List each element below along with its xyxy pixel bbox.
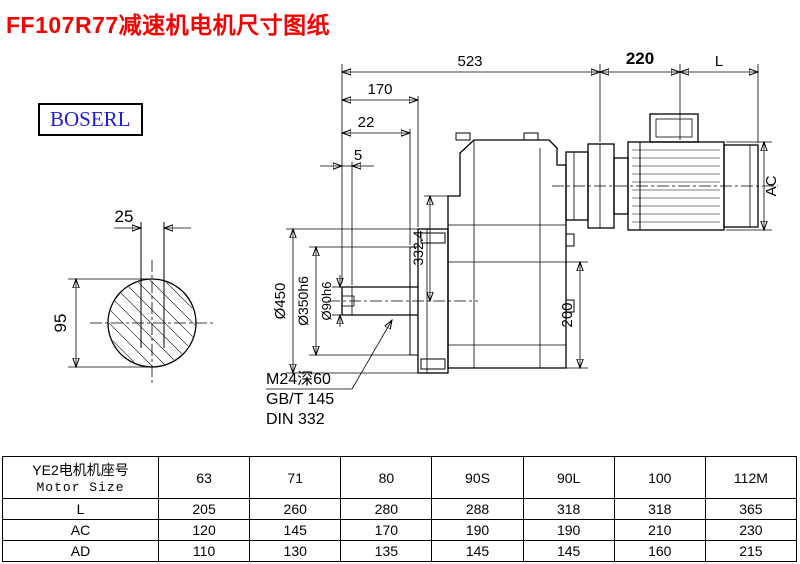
dim-220-label: 220 bbox=[626, 49, 654, 68]
cell: 260 bbox=[249, 498, 342, 520]
dim-95-label: 95 bbox=[51, 314, 70, 333]
cap-bolt bbox=[455, 132, 471, 141]
dimension-shaft-section: 95 bbox=[51, 279, 150, 367]
dim-332-label: 332.4 bbox=[410, 230, 426, 265]
section-hatching bbox=[109, 280, 195, 366]
note-gbt: GB/T 145 bbox=[266, 391, 334, 408]
size-col-112M: 112M bbox=[704, 456, 798, 499]
dimension-523: 523 bbox=[342, 53, 600, 72]
cell: 190 bbox=[522, 519, 615, 541]
cell: 145 bbox=[249, 519, 342, 541]
motor-size-header-en: Motor Size bbox=[36, 480, 125, 495]
dim-523-label: 523 bbox=[457, 53, 482, 70]
table-row-AC: AC 120 145 170 190 190 210 230 bbox=[2, 519, 798, 541]
dimension-170: 170 bbox=[342, 81, 418, 100]
size-col-100: 100 bbox=[613, 456, 706, 499]
note-din: DIN 332 bbox=[266, 411, 325, 428]
dim-5-label: 5 bbox=[354, 147, 362, 164]
cell: 318 bbox=[613, 498, 706, 520]
side-bolt bbox=[565, 299, 575, 313]
dimension-flange-od: Ø450 bbox=[272, 229, 418, 373]
size-col-63: 63 bbox=[157, 456, 251, 499]
leader-line bbox=[351, 320, 392, 390]
cell: 145 bbox=[431, 540, 524, 562]
motor-size-header: YE2电机机座号 Motor Size bbox=[2, 456, 159, 499]
dimension-spigot: Ø350h6 bbox=[295, 247, 410, 355]
cell: 210 bbox=[613, 519, 706, 541]
cell: 120 bbox=[157, 519, 251, 541]
dimension-key-width: 25 bbox=[114, 207, 191, 228]
size-col-90L: 90L bbox=[522, 456, 615, 499]
dim-200-label: 200 bbox=[559, 302, 576, 327]
flange-spigot bbox=[409, 246, 419, 356]
cell: 205 bbox=[157, 498, 251, 520]
dimension-22: 22 bbox=[342, 114, 410, 133]
cooling-fins bbox=[632, 149, 720, 223]
fan-cover bbox=[723, 144, 759, 228]
table-row-AD: AD 110 130 135 145 145 160 215 bbox=[2, 540, 798, 562]
technical-drawing: 25 95 bbox=[51, 49, 780, 428]
dim-AC-label: AC bbox=[763, 175, 780, 196]
cell: 170 bbox=[340, 519, 433, 541]
cap-bolt bbox=[523, 132, 539, 141]
cell: 130 bbox=[249, 540, 342, 562]
cell: 318 bbox=[522, 498, 615, 520]
dimensions: 523 220 L 170 22 bbox=[272, 49, 780, 373]
dim-350-label: Ø350h6 bbox=[295, 276, 311, 326]
gear-housing bbox=[447, 132, 575, 369]
motor-dimension-table: YE2电机机座号 Motor Size 63 71 80 90S 90L 100… bbox=[2, 456, 798, 562]
note-tap: M24深60 bbox=[266, 370, 331, 388]
row-label: L bbox=[2, 498, 159, 520]
terminal-box-lid bbox=[655, 118, 693, 138]
side-bolt bbox=[565, 233, 575, 247]
cell: 145 bbox=[522, 540, 615, 562]
cell: 280 bbox=[340, 498, 433, 520]
dim-170-label: 170 bbox=[367, 81, 392, 98]
terminal-box bbox=[649, 113, 699, 143]
dim-L-label: L bbox=[715, 53, 723, 70]
shaft-cross-section: 25 95 bbox=[51, 207, 214, 386]
dim-450-label: Ø450 bbox=[272, 283, 289, 320]
row-label: AD bbox=[2, 540, 159, 562]
dimension-200: 200 bbox=[559, 262, 588, 368]
cell: 135 bbox=[340, 540, 433, 562]
table-header-row: YE2电机机座号 Motor Size 63 71 80 90S 90L 100… bbox=[2, 456, 798, 499]
cell: 230 bbox=[704, 519, 798, 541]
cell: 160 bbox=[613, 540, 706, 562]
cell: 215 bbox=[704, 540, 798, 562]
cell: 288 bbox=[431, 498, 524, 520]
dimension-5: 5 bbox=[320, 147, 374, 166]
row-label: AC bbox=[2, 519, 159, 541]
motor-adapter bbox=[565, 143, 629, 229]
brand-logo: BOSERL bbox=[38, 103, 143, 136]
cell: 365 bbox=[704, 498, 798, 520]
dimension-332: 332.4 bbox=[410, 196, 448, 301]
dimension-L: L bbox=[680, 53, 758, 72]
dim-90-label: Ø90h6 bbox=[319, 281, 334, 320]
output-shaft bbox=[341, 286, 418, 316]
cell: 190 bbox=[431, 519, 524, 541]
dimension-220: 220 bbox=[600, 49, 680, 72]
dim-25-label: 25 bbox=[115, 207, 134, 226]
cell: 110 bbox=[157, 540, 251, 562]
shaft-end-notes: M24深60 GB/T 145 DIN 332 bbox=[266, 320, 392, 428]
page-title: FF107R77减速机电机尺寸图纸 bbox=[6, 12, 331, 38]
size-col-71: 71 bbox=[249, 456, 342, 499]
size-col-90S: 90S bbox=[431, 456, 524, 499]
electric-motor bbox=[627, 113, 759, 231]
dimension-shaft-dia: Ø90h6 bbox=[319, 275, 344, 327]
motor-size-header-cn: YE2电机机座号 bbox=[32, 462, 129, 478]
size-col-80: 80 bbox=[340, 456, 433, 499]
dimension-AC: AC bbox=[726, 142, 780, 230]
gearbox-side-view bbox=[328, 113, 778, 374]
dim-22-label: 22 bbox=[358, 114, 375, 131]
table-row-L: L 205 260 280 288 318 318 365 bbox=[2, 498, 798, 520]
flange-bolt-hole bbox=[420, 358, 446, 370]
